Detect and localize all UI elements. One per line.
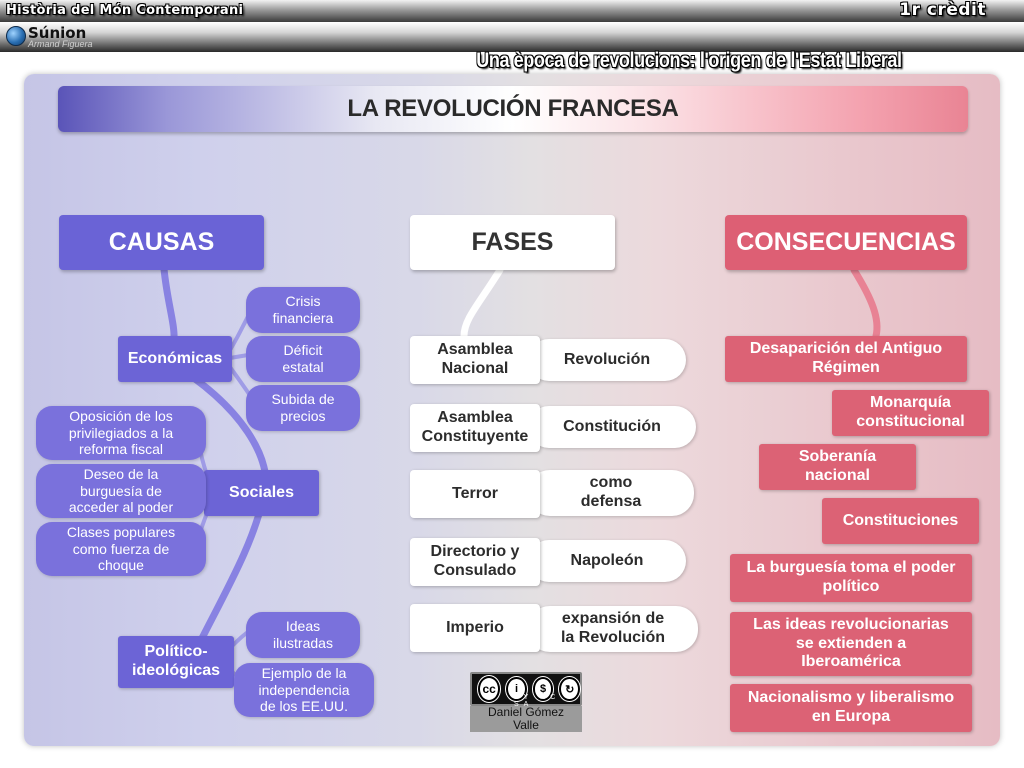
phase-item: Asamblea Nacional	[410, 336, 540, 384]
category-political: Político- ideológicas	[118, 636, 234, 688]
phase-item: Directorio y Consulado	[410, 538, 540, 586]
consequence-item: Nacionalismo y liberalismo en Europa	[730, 684, 972, 732]
causes-heading: CAUSAS	[59, 215, 264, 270]
category-social: Sociales	[204, 470, 319, 516]
logo-author: Armand Figuera	[28, 39, 93, 49]
phase-note: expansión de la Revolución	[528, 606, 698, 652]
consequence-item: Desaparición del Antiguo Régimen	[725, 336, 967, 382]
phase-item: Imperio	[410, 604, 540, 652]
header-bottom-bar: Una època de revolucions: l'origen de l'…	[0, 22, 1024, 72]
consequence-item: Constituciones	[822, 498, 979, 544]
consequence-item: Monarquía constitucional	[832, 390, 989, 436]
license-labels: BY NC SA	[514, 694, 561, 708]
political-item: Ideas ilustradas	[246, 612, 360, 658]
political-item: Ejemplo de la independencia de los EE.UU…	[234, 663, 374, 717]
header-top-bar: Història del Món Contemporani 1r crèdit	[0, 0, 1024, 22]
economic-item: Déficit estatal	[246, 336, 360, 382]
social-item: Oposición de los privilegiados a la refo…	[36, 406, 206, 460]
globe-icon	[6, 26, 26, 46]
phase-item: Asamblea Constituyente	[410, 404, 540, 452]
economic-item: Subida de precios	[246, 385, 360, 431]
by-icon: i	[506, 677, 527, 701]
nc-icon: $	[532, 677, 554, 701]
phase-note: como defensa	[528, 470, 694, 516]
consequences-heading: CONSECUENCIAS	[725, 215, 967, 270]
consequence-item: Las ideas revolucionarias se extienden a…	[730, 612, 972, 676]
category-economic: Económicas	[118, 336, 232, 382]
economic-item: Crisis financiera	[246, 287, 360, 333]
phase-note: Revolución	[528, 339, 686, 381]
map-title-bar: LA REVOLUCIÓN FRANCESA	[58, 86, 968, 132]
sa-icon: ↻	[559, 677, 580, 701]
logo-name: Súnion	[28, 24, 87, 42]
license-author: Daniel Gómez Valle	[470, 706, 582, 732]
phases-heading: FASES	[410, 215, 615, 270]
social-item: Clases populares como fuerza de choque	[36, 522, 206, 576]
concept-map-panel: LA REVOLUCIÓN FRANCESA CAUSAS FASES CONS…	[24, 74, 1000, 746]
cc-icon: cc	[478, 676, 501, 702]
phases-branch-line	[460, 266, 504, 340]
credit-label: 1r crèdit	[899, 0, 986, 20]
map-title: LA REVOLUCIÓN FRANCESA	[347, 95, 679, 122]
creative-commons-icon: cc i $ ↻	[470, 672, 582, 706]
consequences-branch-line	[850, 266, 881, 340]
phase-item: Terror	[410, 470, 540, 518]
unit-title: Una època de revolucions: l'origen de l'…	[476, 49, 903, 72]
consequence-item: La burguesía toma el poder político	[730, 554, 972, 602]
phase-note: Napoleón	[528, 540, 686, 582]
consequence-item: Soberanía nacional	[759, 444, 916, 490]
license-badge[interactable]: cc i $ ↻ BY NC SA Daniel Gómez Valle	[470, 672, 582, 732]
phase-note: Constitución	[528, 406, 696, 448]
social-item: Deseo de la burguesía de acceder al pode…	[36, 464, 206, 518]
course-title: Història del Món Contemporani	[6, 3, 244, 18]
